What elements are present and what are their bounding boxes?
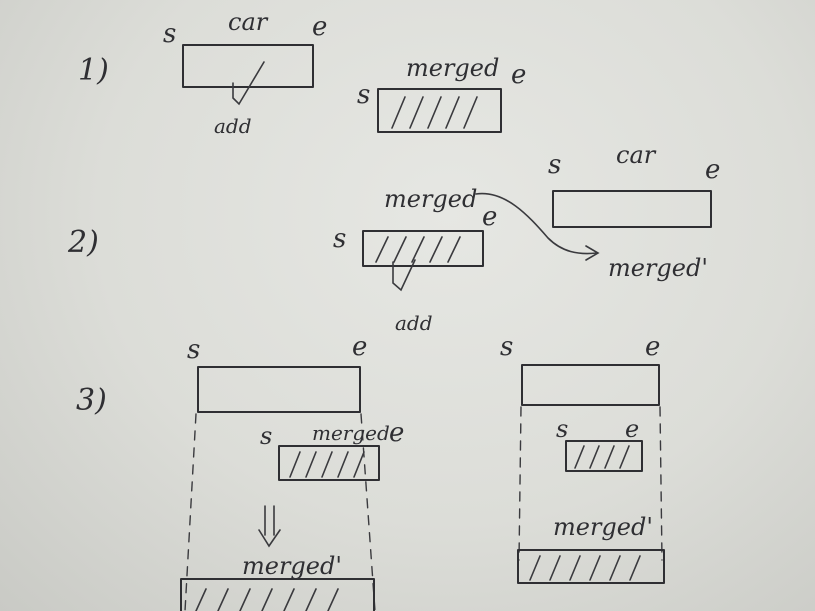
step3b-car-start-label: s — [500, 332, 513, 362]
step-3-number: 3) — [76, 383, 107, 418]
step1-add-label: add — [214, 114, 252, 138]
step2-merged-box — [362, 230, 484, 267]
step3b-car-box — [521, 364, 660, 406]
step3a-merged-prime-hatching — [195, 588, 339, 611]
step3a-merged-hatching — [289, 451, 365, 478]
step1-merged-start-label: s — [357, 80, 370, 110]
step2-car-start-label: s — [548, 150, 561, 180]
step2-merged-end-label: e — [482, 202, 497, 232]
step3a-car-end-label: e — [352, 332, 367, 362]
step3b-right-projection — [659, 406, 663, 561]
step3b-merged-prime-hatching — [529, 555, 641, 581]
step2-transfer-arrow — [475, 192, 598, 255]
step1-car-label: car — [228, 8, 269, 36]
step-1-number: 1) — [78, 53, 109, 88]
step1-merged-box — [377, 88, 502, 133]
step3a-left-projection — [184, 413, 197, 611]
step2-transfer-arrowhead — [585, 245, 600, 261]
step2-car-box — [552, 190, 712, 228]
step2-add-check-mark — [392, 259, 416, 292]
step1-car-box — [182, 44, 314, 88]
step3a-car-box — [197, 366, 361, 413]
step1-merged-hatching — [391, 96, 478, 129]
step-2-number: 2) — [67, 225, 99, 260]
step3a-merged-label: merged — [312, 421, 390, 445]
step2-merged-hatching — [375, 236, 461, 263]
step1-merged-label: merged — [406, 54, 499, 82]
step2-merged-prime-label: merged' — [608, 254, 708, 282]
step2-merged-start-label: s — [333, 224, 346, 254]
step3b-merged-prime-label: merged' — [553, 513, 653, 541]
step3b-merged-end-label: e — [625, 415, 639, 443]
step3b-car-end-label: e — [645, 332, 660, 362]
step3a-merged-prime-box — [180, 578, 375, 611]
step3a-car-start-label: s — [187, 335, 200, 365]
step3a-down-arrow — [258, 505, 281, 548]
step3b-merged-prime-box — [517, 549, 665, 584]
step3a-merged-box — [278, 445, 380, 481]
step3a-merged-end-label: e — [389, 418, 404, 448]
step-1-group: 1) s car e add s merged e — [78, 8, 526, 138]
step1-car-end-label: e — [312, 12, 327, 42]
step-3-group: 3) s e s merged e merged' s e s e — [76, 332, 665, 611]
step3b-merged-hatching — [574, 445, 630, 469]
step3b-merged-start-label: s — [556, 415, 568, 443]
step3b-left-projection — [518, 406, 522, 561]
step2-merged-label: merged — [384, 185, 477, 213]
step3b-merged-box — [565, 440, 643, 472]
step3a-merged-start-label: s — [260, 422, 272, 450]
step3-case-b: s e s e merged' — [500, 332, 665, 584]
step2-add-label: add — [395, 311, 433, 335]
step3-case-a: s e s merged e merged' — [180, 332, 404, 611]
step1-car-start-label: s — [163, 19, 176, 49]
step1-merged-end-label: e — [511, 60, 526, 90]
step2-car-label: car — [616, 141, 657, 169]
step1-add-check-mark — [232, 61, 265, 106]
step-2-group: 2) s merged e add s car e merged' — [67, 141, 720, 335]
step3a-merged-prime-label: merged' — [242, 552, 342, 580]
step2-car-end-label: e — [705, 155, 720, 185]
